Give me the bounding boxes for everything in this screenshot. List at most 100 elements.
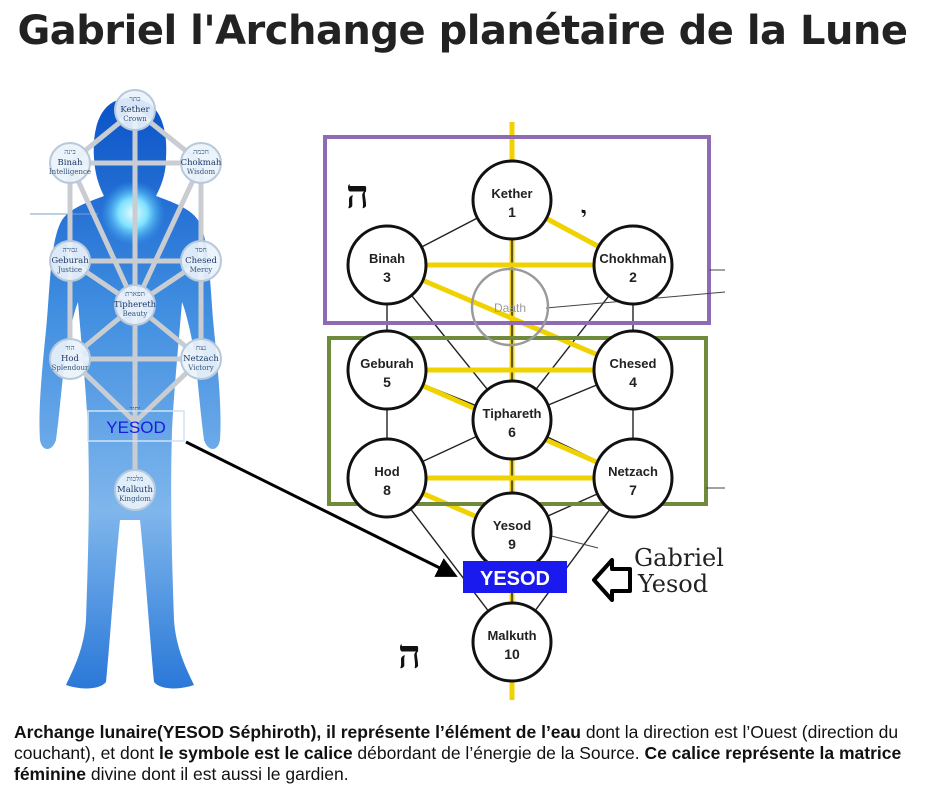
body-sphere-name: Geburah xyxy=(51,256,89,266)
body-sphere-hebrew: גבורה xyxy=(63,246,79,254)
kabbalah-diagram: כתרKetherCrownבינהBinahIntelligenceחכמהC… xyxy=(30,89,726,700)
body-silhouette xyxy=(39,98,221,689)
yesod-badge-label: YESOD xyxy=(480,568,550,590)
body-sphere-name: Netzach xyxy=(183,354,219,364)
body-path-6 xyxy=(67,160,138,308)
body-sphere-circle xyxy=(180,338,222,380)
body-sphere-name: Binah xyxy=(58,158,84,168)
body-path-8 xyxy=(132,160,204,308)
hebrew-he-top: ה xyxy=(346,171,369,218)
body-sphere-sub: Mercy xyxy=(190,266,213,274)
sephirah-name: Malkuth xyxy=(487,628,536,643)
sephirah-name: Netzach xyxy=(608,464,658,479)
human-body-figure: כתרKetherCrownבינהBinahIntelligenceחכמהC… xyxy=(30,89,222,689)
sephirah-number: 3 xyxy=(383,269,391,285)
body-sphere-hebrew: מלכות xyxy=(127,475,144,483)
body-sphere-hebrew: כתר xyxy=(129,95,141,103)
yesod-badge xyxy=(463,561,567,593)
sephirah-yesod: Yesod 9 xyxy=(471,491,553,573)
body-sphere-name: Malkuth xyxy=(117,485,154,495)
desc-text-2: débordant de l’énergie de la Source. xyxy=(352,742,645,763)
sephirah-name: Chesed xyxy=(610,356,657,371)
sephirah-name: Tiphareth xyxy=(483,406,542,421)
supernal-triad-box xyxy=(323,135,711,325)
sephirah-kether: Kether 1 xyxy=(471,159,553,241)
desc-bold-2: le symbole est le calice xyxy=(158,742,353,763)
sephirah-number: 2 xyxy=(629,269,637,285)
body-sphere-name: Chesed xyxy=(185,256,217,266)
sephirah-circle xyxy=(471,379,553,461)
sephirah-number: 7 xyxy=(629,482,637,498)
sephirah-binah: Binah 3 xyxy=(346,224,428,306)
daath-label: Daath xyxy=(494,301,526,315)
sephirah-number: 5 xyxy=(383,374,391,390)
body-sphere-hebrew: הוד xyxy=(65,344,74,352)
body-sphere-hebrew: בינה xyxy=(64,148,76,156)
body-sphere-circle xyxy=(49,240,91,282)
sephirah-number: 9 xyxy=(508,536,516,552)
body-sphere-sub: Wisdom xyxy=(187,168,216,176)
body-sphere-circle xyxy=(114,469,156,511)
body-sphere-hebrew: תפארת xyxy=(125,290,145,298)
hebrew-he-bottom: ה xyxy=(398,631,421,678)
desc-bold-1: Archange lunaire(YESOD Séphiroth), il re… xyxy=(14,721,581,742)
body-sphere-hebrew: חסד xyxy=(195,246,207,254)
sephirah-name: Binah xyxy=(369,251,405,266)
body-sphere-circle xyxy=(49,142,91,184)
sephirah-circle xyxy=(346,329,428,411)
sephirah-number: 10 xyxy=(504,646,520,662)
body-sphere-sub: Kingdom xyxy=(119,495,151,503)
description-paragraph: Archange lunaire(YESOD Séphiroth), il re… xyxy=(14,722,904,785)
sephiroth-nodes: Kether1Chokhmah2Binah3Chesed4Geburah5Tip… xyxy=(346,159,674,683)
tree-of-life: Daath Kether1Chokhmah2Binah3Chesed4Gebur… xyxy=(323,122,726,700)
sephirah-circle xyxy=(592,437,674,519)
body-tree-spheres: כתרKetherCrownבינהBinahIntelligenceחכמהC… xyxy=(49,89,222,511)
body-sphere-circle xyxy=(114,284,156,326)
yesod-name-label: Yesod xyxy=(637,570,708,598)
body-yesod-box xyxy=(87,410,185,442)
sephirah-number: 6 xyxy=(508,424,516,440)
body-sphere-sub: Crown xyxy=(123,115,147,123)
hollow-arrow-icon xyxy=(592,558,632,602)
connector-arrow xyxy=(185,440,458,577)
body-sphere-circle xyxy=(49,338,91,380)
body-sphere-circle xyxy=(180,142,222,184)
sephirah-netzach: Netzach 7 xyxy=(592,437,674,519)
sephirah-circle xyxy=(471,601,553,683)
desc-bold-3: Ce calice représente la matrice féminine xyxy=(14,742,902,784)
body-sphere-name: Kether xyxy=(120,105,150,115)
sephirah-name: Chokhmah xyxy=(599,251,666,266)
body-sphere-sub: Victory xyxy=(187,364,213,372)
body-sphere-sub: Intelligence xyxy=(49,168,91,176)
daath-circle xyxy=(470,267,550,347)
body-yesod-hebrew: יסוד xyxy=(130,405,141,413)
gabriel-label: Gabriel xyxy=(634,544,724,572)
sephirah-circle xyxy=(592,224,674,306)
sephirah-name: Yesod xyxy=(493,518,531,533)
sephirah-name: Geburah xyxy=(360,356,414,371)
sephirah-number: 8 xyxy=(383,482,391,498)
desc-text-1: dont la direction est l’Ouest (direction… xyxy=(14,721,899,763)
sephirah-number: 1 xyxy=(508,204,516,220)
body-sphere-hebrew: נצח xyxy=(196,344,206,352)
sephirah-chokhmah: Chokhmah 2 xyxy=(592,224,674,306)
sephirah-malkuth: Malkuth 10 xyxy=(471,601,553,683)
body-sphere-sub: Justice xyxy=(57,266,82,274)
page-title: Gabriel l'Archange planétaire de la Lune xyxy=(17,8,908,54)
body-yesod-label: YESOD xyxy=(106,418,166,437)
sephirah-circle xyxy=(592,329,674,411)
sephirah-circle xyxy=(471,159,553,241)
sephirah-geburah: Geburah 5 xyxy=(346,329,428,411)
body-sphere-circle xyxy=(114,89,156,131)
sephirah-name: Kether xyxy=(491,186,532,201)
body-sphere-hebrew: חכמה xyxy=(193,148,209,156)
sephirah-circle xyxy=(346,224,428,306)
